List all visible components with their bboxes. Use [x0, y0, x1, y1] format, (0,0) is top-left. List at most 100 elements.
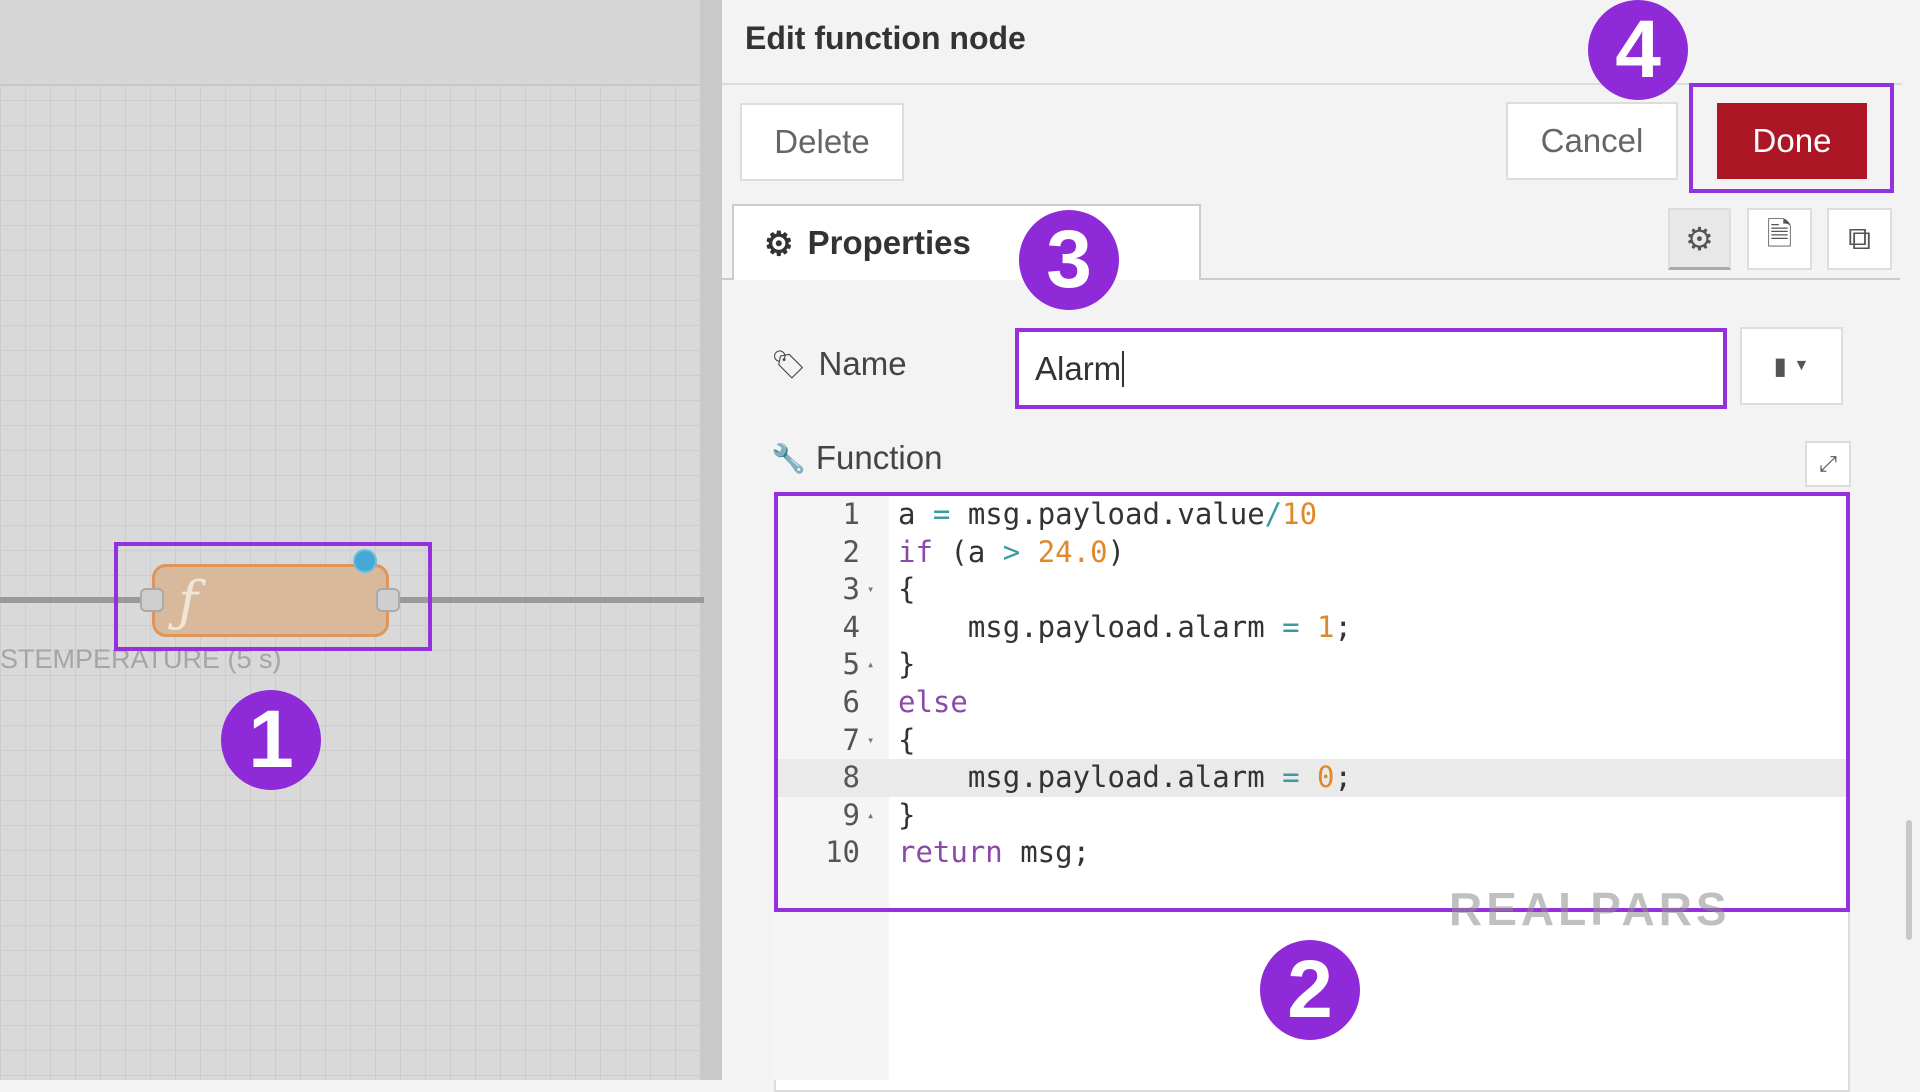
node-output-port[interactable]	[376, 588, 400, 612]
code-token: }	[898, 797, 916, 832]
code-token: >	[1002, 534, 1021, 569]
code-token: a	[898, 497, 933, 531]
code-text: }	[898, 646, 915, 684]
line-number: 1	[842, 497, 860, 531]
header-divider	[722, 83, 1902, 85]
line-number: 10	[825, 835, 860, 870]
gear-icon: ⚙	[764, 224, 794, 262]
step-badge-2: 2	[1260, 940, 1360, 1040]
done-button[interactable]: Done	[1717, 103, 1867, 179]
code-line[interactable]: 1 a = msg.payload.value/10	[774, 496, 1850, 534]
fold-toggle-icon[interactable]: ▴	[867, 657, 875, 672]
settings-tab-button[interactable]: ⚙	[1668, 208, 1731, 270]
node-changed-indicator	[353, 549, 377, 573]
fold-toggle-icon[interactable]: ▴	[867, 807, 875, 822]
appearance-tab-button[interactable]: ⧉	[1827, 208, 1892, 270]
chevron-down-icon: ▼	[1793, 357, 1810, 374]
code-token: msg;	[1002, 835, 1091, 870]
line-number: 4	[842, 609, 860, 644]
flow-canvas[interactable]	[0, 0, 706, 1080]
code-text: msg.payload.alarm = 0;	[898, 759, 1352, 797]
code-line[interactable]: 7 ▾ {	[774, 722, 1850, 760]
delete-button[interactable]: Delete	[740, 103, 904, 181]
library-dropdown-button[interactable]: ▮ ▼	[1740, 327, 1843, 405]
code-token: )	[1107, 534, 1126, 569]
code-token: if	[898, 534, 933, 569]
code-token: 1	[1317, 609, 1335, 644]
code-line[interactable]: 2 if (a > 24.0)	[774, 534, 1850, 572]
code-text: }	[898, 797, 915, 835]
code-token: (a	[932, 534, 1003, 569]
fold-toggle-icon[interactable]: ▾	[867, 732, 875, 747]
code-line[interactable]: 8 msg.payload.alarm = 0;	[774, 759, 1850, 797]
code-text: {	[898, 722, 915, 760]
highlight-box-done	[1689, 83, 1894, 193]
code-token: =	[1282, 760, 1300, 795]
name-input-value: Alarm	[1035, 349, 1122, 387]
function-label: 🔧 Function	[771, 439, 942, 477]
code-token: return	[898, 835, 1003, 870]
description-tab-button[interactable]: 🗎	[1747, 208, 1812, 270]
tab-properties[interactable]: ⚙ Properties	[732, 204, 1201, 280]
code-line[interactable]: 4 msg.payload.alarm = 1;	[774, 609, 1850, 647]
code-token: msg.payload.alarm	[898, 760, 1283, 795]
function-label-text: Function	[815, 439, 943, 476]
code-line[interactable]: 3 ▾ {	[774, 571, 1850, 609]
code-token: /	[1264, 497, 1283, 531]
line-number: 7	[842, 722, 860, 757]
code-token: 0	[1317, 760, 1335, 795]
code-text: a = msg.payload.value/10	[898, 496, 1317, 534]
panel-title: Edit function node	[745, 20, 1026, 56]
name-label-text: Name	[818, 345, 907, 382]
frame-icon: ⧉	[1848, 220, 1871, 256]
book-icon: ▮	[1773, 352, 1787, 380]
step-badge-1: 1	[221, 690, 321, 790]
code-text: if (a > 24.0)	[898, 534, 1125, 572]
code-token: msg.payload.alarm	[898, 609, 1283, 644]
fold-toggle-icon[interactable]: ▾	[867, 582, 875, 597]
node-input-port[interactable]	[140, 588, 164, 612]
watermark-logo: REALPARS	[1449, 883, 1731, 935]
highlight-box-code	[774, 492, 1850, 912]
tag-icon: 🏷	[771, 348, 807, 380]
code-token: =	[1282, 609, 1300, 644]
code-text: msg.payload.alarm = 1;	[898, 609, 1352, 647]
code-token: ;	[1334, 760, 1352, 795]
code-text: else	[898, 684, 968, 722]
tab-label: Properties	[807, 224, 971, 261]
document-icon: 🗎	[1766, 216, 1793, 252]
code-token: msg.payload.value	[950, 497, 1265, 531]
code-line[interactable]: 9 ▴}	[774, 797, 1850, 835]
text-caret	[1122, 350, 1125, 387]
code-text: return msg;	[898, 834, 1090, 872]
name-input[interactable]: Alarm	[1015, 328, 1727, 409]
function-icon: ƒ	[178, 570, 198, 633]
wrench-icon: 🔧	[771, 442, 806, 474]
code-token: 10	[1282, 497, 1318, 531]
line-number: 2	[842, 534, 860, 569]
code-text: {	[898, 571, 915, 609]
code-token: =	[932, 497, 951, 531]
code-token: else	[898, 684, 968, 719]
code-token: {	[898, 722, 916, 757]
line-number: 8	[842, 760, 860, 795]
expand-editor-button[interactable]: ⤢	[1805, 441, 1851, 487]
tabs-divider	[722, 278, 1900, 280]
code-token: 24.0	[1037, 534, 1108, 569]
canvas-header-area	[0, 0, 706, 86]
code-line[interactable]: 10 return msg;	[774, 834, 1850, 872]
code-token: {	[898, 572, 916, 607]
line-number: 6	[842, 684, 860, 719]
panel-divider[interactable]	[700, 0, 722, 1080]
expand-icon: ⤢	[1819, 451, 1837, 476]
name-label: 🏷 Name	[771, 345, 907, 383]
panel-scrollbar[interactable]	[1906, 820, 1912, 940]
cancel-button[interactable]: Cancel	[1506, 102, 1678, 180]
code-line[interactable]: 6 else	[774, 684, 1850, 722]
line-number: 5	[842, 647, 860, 682]
code-line[interactable]: 5 ▴}	[774, 646, 1850, 684]
code-token: ;	[1334, 609, 1352, 644]
line-number: 9	[842, 797, 860, 832]
line-number: 3	[842, 572, 860, 607]
